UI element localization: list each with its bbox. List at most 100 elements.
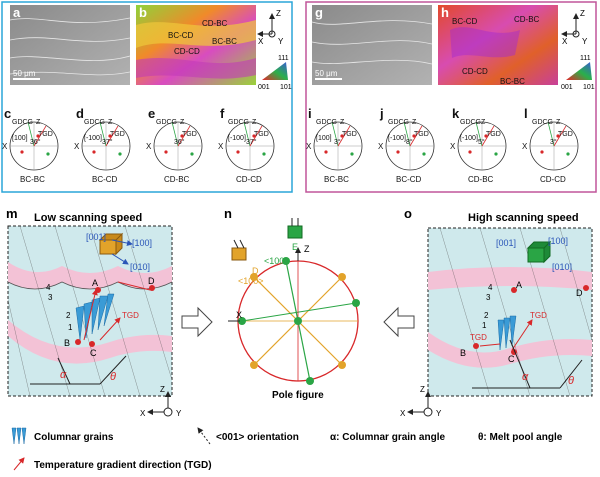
pole-dir: [100] — [12, 135, 28, 142]
o-dir-100: [100] — [548, 236, 568, 246]
pole-point — [484, 134, 488, 138]
pole-point — [262, 152, 266, 156]
o-step-3: 3 — [486, 293, 491, 302]
pole-gdcg-line — [403, 121, 411, 147]
pole-point — [422, 152, 426, 156]
ipf-legend-left: 111 001 101 — [258, 55, 292, 91]
pole-point — [118, 152, 122, 156]
pole-x: X — [146, 142, 152, 151]
pole-tgd: TGD — [182, 131, 197, 138]
orientation-arrow-icon — [197, 427, 211, 445]
axis-x-label-r: X — [562, 37, 568, 46]
panel-h-letter: h — [441, 5, 449, 20]
pole-angle: 37° — [246, 138, 257, 146]
pole-letter: d — [76, 106, 84, 121]
m-step-3: 3 — [48, 293, 53, 302]
panel-m-title: Low scanning speed — [34, 212, 142, 224]
panel-a: a 50 μm — [9, 5, 131, 85]
pole-z: Z — [340, 119, 345, 126]
pole-point — [556, 134, 560, 138]
columnar-grain-icon — [11, 427, 27, 445]
pole-tgd: TGD — [486, 131, 501, 138]
axis-z-label: Z — [276, 9, 281, 18]
pole-x: X — [522, 142, 528, 151]
pole-tgd: TGD — [558, 131, 573, 138]
pole-point — [236, 150, 240, 154]
axis-z-label-r: Z — [580, 9, 585, 18]
panel-a-scale: 50 μm — [13, 69, 36, 78]
pole-tgd: TGD — [342, 131, 357, 138]
panel-a-letter: a — [13, 5, 21, 20]
m-dir-100: [100] — [132, 238, 152, 248]
pole-gdcg: GDCG — [156, 119, 177, 126]
pole-point — [396, 150, 400, 154]
pole-point — [20, 150, 24, 154]
o-theta: θ — [568, 375, 574, 387]
n-caption: Pole figure — [272, 390, 324, 401]
pole-x: X — [378, 142, 384, 151]
pole-gdcg: GDCG — [532, 119, 553, 126]
pole-z: Z — [180, 119, 185, 126]
pole-tgd-line — [337, 125, 351, 147]
panel-b-letter: b — [139, 5, 147, 20]
frame-left — [1, 1, 293, 193]
panel-b-label-2: CD-BC — [202, 19, 228, 28]
pole-x: X — [306, 142, 312, 151]
pole-caption: CD-CD — [236, 175, 262, 184]
axes-right: Z X Y — [561, 9, 588, 46]
pole-caption: BC-BC — [324, 175, 349, 184]
legend-tgd: Temperature gradient direction (TGD) — [34, 460, 212, 471]
o-step-2: 2 — [484, 311, 489, 320]
pole-tgd-line — [249, 125, 263, 147]
pole-dir: [-100] — [388, 135, 406, 142]
m-step-4: 4 — [46, 283, 51, 292]
m-tgd: TGD — [122, 311, 139, 320]
o-point-c: C — [508, 354, 515, 364]
pole-tgd-line — [553, 125, 567, 147]
pole-z: Z — [108, 119, 113, 126]
pole-point — [180, 134, 184, 138]
pole-point — [340, 134, 344, 138]
m-step-1: 1 — [68, 323, 73, 332]
pole-angle: 36° — [174, 138, 185, 146]
pole-letter: e — [148, 106, 155, 121]
pole-point — [164, 150, 168, 154]
m-axis-x: X — [140, 409, 146, 418]
pole-angle: 8° — [406, 138, 413, 146]
panel-n-letter: n — [224, 206, 232, 221]
pole-gdcg: GDCG — [388, 119, 409, 126]
pole-gdcg-line — [547, 121, 555, 147]
pole-gdcg-line — [27, 121, 35, 147]
pole-letter: l — [524, 106, 528, 121]
pole-gdcg-line — [243, 121, 251, 147]
pole-point — [566, 152, 570, 156]
m-axis-y: Y — [176, 409, 182, 418]
o-dir-001: [001] — [496, 238, 516, 248]
pole-tgd-line — [33, 125, 47, 147]
pole-caption: CD-BC — [468, 175, 494, 184]
pole-letter: f — [220, 106, 225, 121]
pole-angle: 3° — [550, 138, 557, 146]
pole-dir: [100] — [316, 135, 332, 142]
pole-gdcg-line — [331, 121, 339, 147]
pole-point — [36, 134, 40, 138]
m-theta: θ — [110, 371, 116, 383]
ipf-right: 101 — [280, 84, 292, 91]
pole-point — [468, 150, 472, 154]
pole-x: X — [74, 142, 80, 151]
o-step-1: 1 — [482, 321, 487, 330]
pole-point — [252, 134, 256, 138]
o-point-d: D — [576, 288, 583, 298]
pole-dir: [-100] — [460, 135, 478, 142]
legend-orientation: <001> orientation — [216, 432, 299, 443]
pole-angle: 5° — [478, 138, 485, 146]
pole-angle: 36° — [30, 138, 41, 146]
o-dir-010: [010] — [552, 262, 572, 272]
panel-b-label-1: BC-CD — [168, 31, 194, 40]
pole-point — [92, 150, 96, 154]
panel-h-label-3: CD-CD — [462, 67, 488, 76]
n-green-dir: <100> — [264, 256, 290, 266]
panel-h-label-2: CD-BC — [514, 15, 540, 24]
m-dir-010: [010] — [130, 262, 150, 272]
